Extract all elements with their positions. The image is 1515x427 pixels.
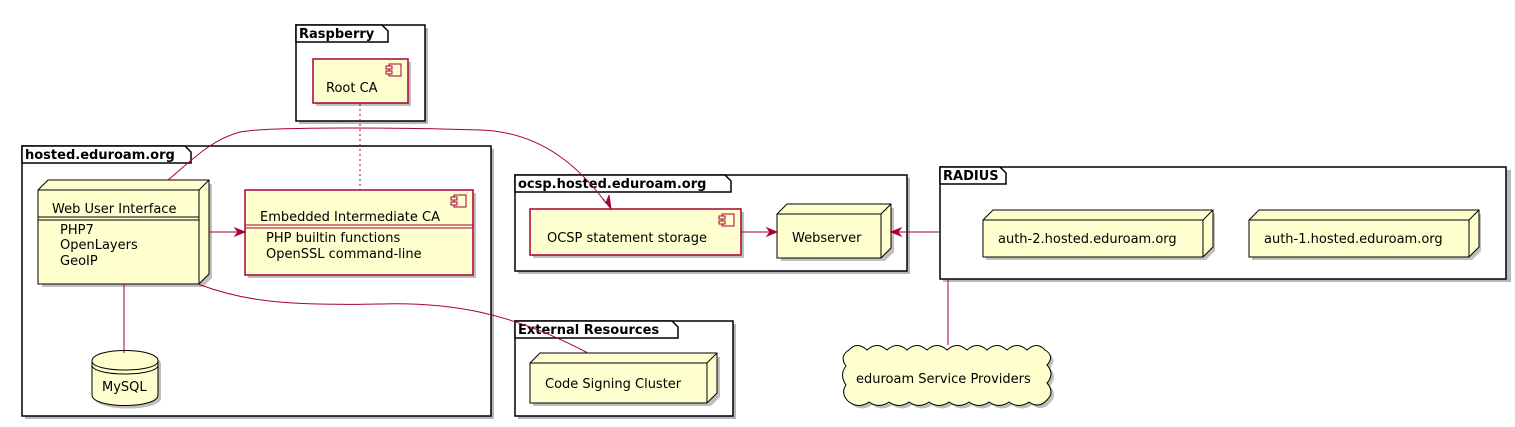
package-title-raspberry: Raspberry xyxy=(299,27,375,42)
component-embedded-ca[interactable]: Embedded Intermediate CA PHP builtin fun… xyxy=(244,189,476,278)
arrowhead xyxy=(765,226,779,238)
edge-webui-codesigning xyxy=(197,283,589,354)
package-title-ocsp: ocsp.hosted.eduroam.org xyxy=(518,177,706,192)
package-title-radius: RADIUS xyxy=(943,169,999,184)
code-signing-label: Code Signing Cluster xyxy=(545,377,682,392)
component-root-ca[interactable]: Root CA xyxy=(312,58,411,106)
web-ui-item-geoip: GeoIP xyxy=(60,254,98,269)
edge-webui-ocsp xyxy=(167,127,607,204)
auth-1-label: auth-1.hosted.eduroam.org xyxy=(1264,232,1443,247)
web-ui-item-openlayers: OpenLayers xyxy=(60,238,138,253)
embedded-ca-item-openssl: OpenSSL command-line xyxy=(266,247,422,262)
cloud-service-providers[interactable]: eduroam Service Providers xyxy=(842,345,1055,409)
component-icon xyxy=(385,63,402,77)
embedded-ca-title: Embedded Intermediate CA xyxy=(260,210,440,225)
component-ocsp-storage[interactable]: OCSP statement storage xyxy=(529,208,744,258)
edges xyxy=(123,104,949,354)
arrowhead xyxy=(889,226,903,238)
component-icon xyxy=(718,213,735,227)
node-auth-2[interactable]: auth-2.hosted.eduroam.org xyxy=(982,209,1215,260)
auth-2-label: auth-2.hosted.eduroam.org xyxy=(998,232,1177,247)
root-ca-label: Root CA xyxy=(326,81,378,96)
arrowhead xyxy=(233,226,247,238)
web-ui-title: Web User Interface xyxy=(52,202,176,217)
ocsp-storage-label: OCSP statement storage xyxy=(547,231,707,246)
node-web-user-interface[interactable]: Web User Interface PHP7 OpenLayers GeoIP xyxy=(37,179,212,287)
component-icon xyxy=(450,194,467,208)
node-code-signing-cluster[interactable]: Code Signing Cluster xyxy=(529,352,720,406)
service-providers-label: eduroam Service Providers xyxy=(856,372,1031,387)
mysql-label: MySQL xyxy=(102,380,147,395)
package-title-hosted: hosted.eduroam.org xyxy=(25,148,175,163)
arrowhead xyxy=(602,194,612,211)
package-title-external: External Resources xyxy=(518,323,659,338)
web-ui-item-php7: PHP7 xyxy=(60,223,94,238)
webserver-label: Webserver xyxy=(792,231,862,246)
node-auth-1[interactable]: auth-1.hosted.eduroam.org xyxy=(1248,209,1481,260)
node-webserver[interactable]: Webserver xyxy=(776,203,894,261)
database-mysql[interactable]: MySQL xyxy=(91,350,161,409)
embedded-ca-item-php: PHP builtin functions xyxy=(266,231,400,246)
